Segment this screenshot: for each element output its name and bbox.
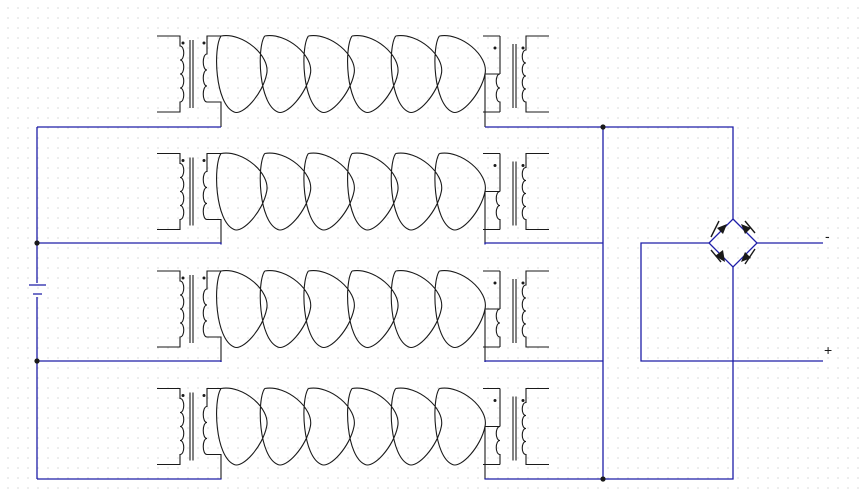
wiring: [29, 126, 823, 480]
polarity-dot: [521, 399, 525, 402]
polarity-dot: [521, 46, 525, 50]
polarity-dot: [521, 164, 525, 167]
diode-top-right: [741, 220, 756, 234]
left-inner-winding: [202, 152, 222, 245]
stage2-left-wire: [37, 242, 222, 245]
inductor-loop-chain: [216, 152, 500, 231]
inductor-stage: [157, 35, 549, 127]
junction-dot: [34, 358, 40, 364]
left-outer-winding: [157, 387, 185, 466]
stage4-left-wire: [37, 478, 222, 480]
left-inner-winding: [202, 270, 222, 362]
right-outer-winding: [521, 387, 549, 466]
right-inner-winding: [484, 308, 501, 362]
left-inner-winding: [202, 35, 222, 127]
polarity-dot: [202, 159, 206, 162]
polarity-dot: [493, 46, 497, 50]
diode-bridge: [708, 218, 758, 268]
stage4-right-wire: [484, 478, 603, 480]
stage3-left-wire: [37, 360, 222, 362]
diode-bottom-right: [741, 248, 756, 265]
stage3-right-wire: [484, 360, 603, 362]
left-outer-winding: [157, 152, 185, 231]
diode-bottom-left: [710, 249, 725, 263]
left-inner-winding: [202, 387, 222, 480]
left-outer-winding: [157, 270, 185, 348]
bridge-outline: [708, 218, 758, 268]
stage2-right-wire: [484, 242, 603, 245]
bridge-feed-bottom-wire: [603, 267, 734, 480]
output-positive-wire: [640, 242, 823, 362]
right-outer-winding: [521, 35, 549, 113]
polarity-dot: [493, 164, 497, 167]
junction-dot: [34, 240, 40, 246]
polarity-dot: [521, 281, 525, 285]
right-outer-winding: [521, 152, 549, 231]
inductor-stage: [157, 152, 549, 245]
junction-dot: [600, 476, 606, 482]
battery-symbol: [29, 284, 46, 295]
polarity-dot: [181, 41, 185, 45]
polarity-dot: [493, 399, 497, 402]
polarity-dot: [493, 281, 497, 285]
polarity-dot: [202, 276, 206, 280]
junctions: [34, 124, 606, 482]
inductor-loop-chain: [216, 35, 500, 113]
right-outer-winding: [521, 270, 549, 348]
right-inner-winding: [484, 73, 501, 127]
inductor-stage: [157, 270, 549, 362]
bridge-feed-top-wire: [603, 126, 734, 219]
polarity-dot: [181, 159, 185, 162]
junction-dot: [600, 124, 606, 130]
polarity-dot: [202, 41, 206, 45]
right-inner-winding: [484, 190, 501, 245]
diode-top-left: [710, 220, 727, 238]
right-inner-winding: [484, 425, 501, 480]
polarity-dot: [181, 394, 185, 397]
polarity-dot: [202, 394, 206, 397]
polarity-dot: [181, 276, 185, 280]
inductor-stages: [157, 35, 549, 480]
inductor-loop-chain: [216, 387, 500, 466]
positive-terminal-label: +: [824, 342, 833, 358]
inductor-loop-chain: [216, 270, 500, 348]
negative-terminal-label: -: [825, 228, 830, 244]
left-outer-winding: [157, 35, 185, 113]
inductor-stage: [157, 387, 549, 480]
